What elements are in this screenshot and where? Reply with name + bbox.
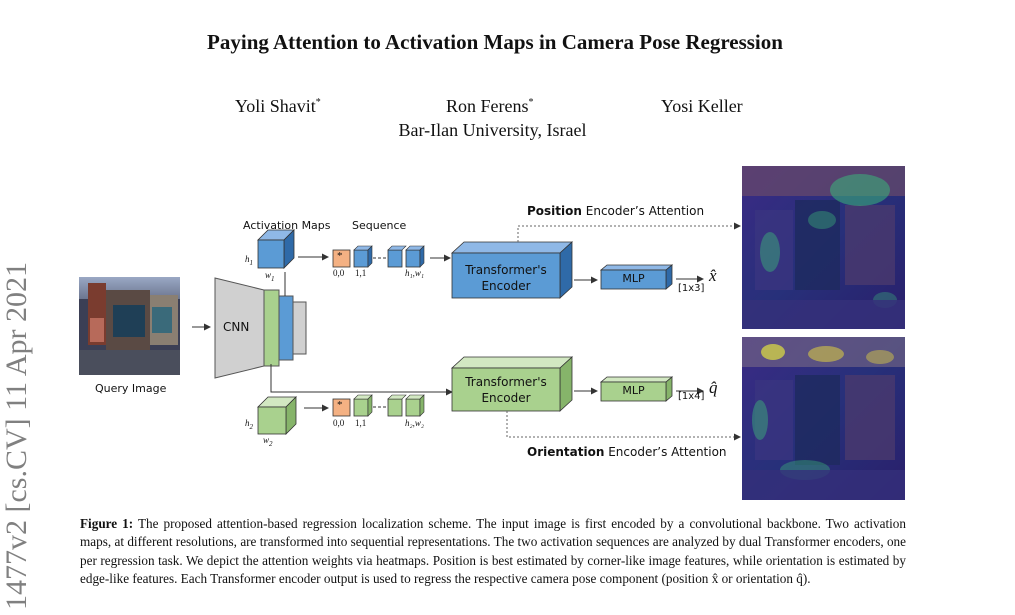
h-subscript: 1 <box>249 258 254 267</box>
activation-map-2 <box>257 396 297 435</box>
encoder-position-label: Transformer's Encoder <box>452 262 560 294</box>
mlp-orientation-label: MLP <box>622 384 645 397</box>
mlp-orientation <box>599 376 674 402</box>
caption-label: Figure 1: <box>80 516 134 531</box>
paper-title: Paying Attention to Activation Maps in C… <box>207 30 783 54</box>
sequence-label: Sequence <box>352 219 407 232</box>
encoder-line1: Transformer's <box>465 263 547 277</box>
seq1-start: 0,0 <box>333 268 345 278</box>
caption-text: The proposed attention-based regression … <box>80 516 906 587</box>
mlp-position <box>599 264 674 290</box>
author-2: Ron Ferens* <box>446 96 534 117</box>
h1-label: h1 <box>245 254 253 267</box>
seq2-next: 1,1 <box>355 418 367 428</box>
cls-token-1: * <box>337 250 343 262</box>
position-output-symbol: x̂ <box>709 266 717 285</box>
author-name: Yosi Keller <box>661 96 743 116</box>
orientation-attention-heatmap <box>742 337 905 500</box>
w1-label: w1 <box>265 270 275 283</box>
w-subscript: 1 <box>271 274 275 283</box>
author-1: Yoli Shavit* <box>235 96 321 117</box>
attention-rest: Encoder’s Attention <box>581 204 705 218</box>
encoder-line1: Transformer's <box>465 375 547 389</box>
h-symbol: h <box>245 254 250 264</box>
w-symbol: w <box>265 270 272 280</box>
w2-label: w2 <box>263 435 273 448</box>
orientation-dim: [1x4] <box>678 391 705 402</box>
seq1-next: 1,1 <box>355 268 367 278</box>
author-mark: * <box>528 97 534 108</box>
activation-maps-label: Activation Maps <box>243 219 331 232</box>
position-attention-label: Position Encoder’s Attention <box>527 204 704 218</box>
encoder-orientation-label: Transformer's Encoder <box>452 374 560 406</box>
mlp-position-label: MLP <box>622 272 645 285</box>
query-image-label: Query Image <box>95 382 167 395</box>
figure-caption: Figure 1: The proposed attention-based r… <box>80 515 906 589</box>
activation-map-1 <box>257 229 295 269</box>
h-symbol: h <box>245 418 250 428</box>
encoder-line2: Encoder <box>481 391 531 405</box>
cnn-block <box>214 277 307 379</box>
author-name: Yoli Shavit <box>235 96 316 116</box>
sequence-1 <box>332 245 425 268</box>
transformer-encoder-position <box>450 241 574 299</box>
transformer-encoder-orientation <box>450 356 574 412</box>
position-dim: [1x3] <box>678 283 705 294</box>
w-subscript: 2 <box>269 439 273 448</box>
position-attention-heatmap <box>742 166 905 329</box>
attention-bold: Position <box>527 204 582 218</box>
attention-rest: Encoder’s Attention <box>604 445 727 459</box>
affiliation: Bar-Ilan University, Israel <box>398 120 587 140</box>
h-subscript: 2 <box>249 422 254 431</box>
orientation-output-symbol: q̂ <box>709 378 718 397</box>
author-mark: * <box>315 97 321 108</box>
sequence-2 <box>332 394 425 417</box>
cnn-label: CNN <box>223 320 250 334</box>
encoder-line2: Encoder <box>481 279 531 293</box>
attention-bold: Orientation <box>527 445 605 459</box>
seq1-end: h₁,w₁ <box>405 268 425 278</box>
cls-token-2: * <box>337 399 343 411</box>
w-symbol: w <box>263 435 270 445</box>
author-3: Yosi Keller <box>661 96 743 117</box>
author-name: Ron Ferens <box>446 96 529 116</box>
seq2-start: 0,0 <box>333 418 345 428</box>
query-image <box>79 277 180 375</box>
seq2-end: h₂,w₂ <box>405 418 425 428</box>
h2-label: h2 <box>245 418 253 431</box>
orientation-attention-label: Orientation Encoder’s Attention <box>527 445 727 459</box>
